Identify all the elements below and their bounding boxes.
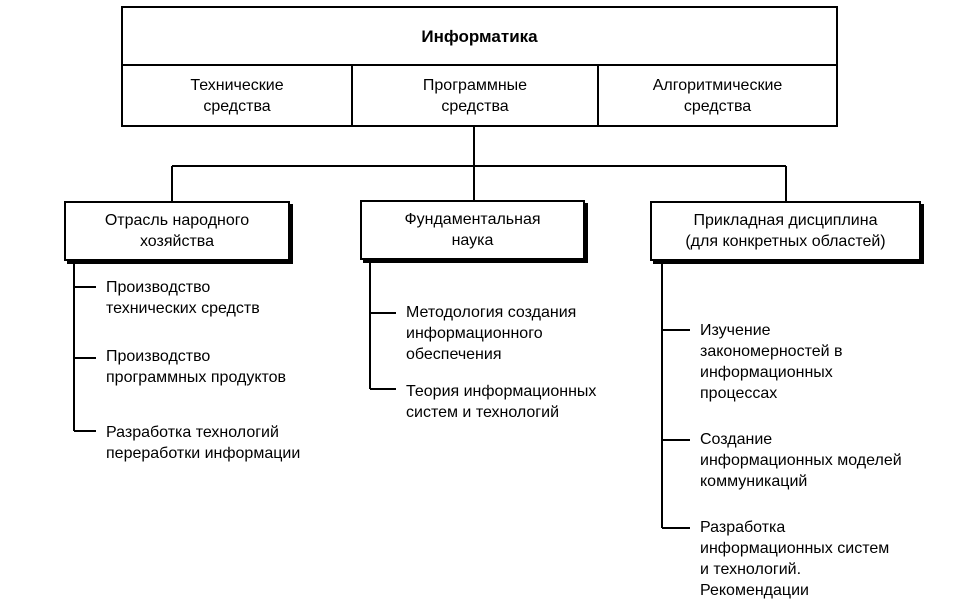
list-item-methodology: Методология создания информационного обе… <box>406 304 577 363</box>
cell-separator-2 <box>597 64 599 127</box>
list-item-software-production: Производство программных продуктов <box>106 348 287 386</box>
list-item-processing-technologies: Разработка технологий переработки информ… <box>106 424 301 462</box>
branch-box-applied-discipline: Прикладная дисциплина (для конкретных об… <box>650 201 921 261</box>
list-item-hardware-production: Производство технических средств <box>106 279 260 317</box>
branch-box-fundamental-science: Фундаментальная наука <box>360 200 585 260</box>
list-item-regularities-study: Изучение закономерностей в информационны… <box>700 322 843 402</box>
hardware-cell: Технические средства <box>190 76 284 115</box>
top-block <box>121 6 838 127</box>
algorithmic-cell: Алгоритмические средства <box>652 76 783 115</box>
informatics-title: Информатика <box>421 26 538 46</box>
software-cell: Программные средства <box>422 76 528 115</box>
list-item-model-creation: Создание информационных моделей коммуник… <box>700 431 902 490</box>
list-item-systems-development: Разработка информационных систем и техно… <box>700 519 890 599</box>
top-block-divider <box>121 64 838 66</box>
cell-separator-1 <box>351 64 353 127</box>
list-item-systems-theory: Теория информационных систем и технологи… <box>406 383 597 421</box>
branch-box-industry: Отрасль народного хозяйства <box>64 201 290 261</box>
